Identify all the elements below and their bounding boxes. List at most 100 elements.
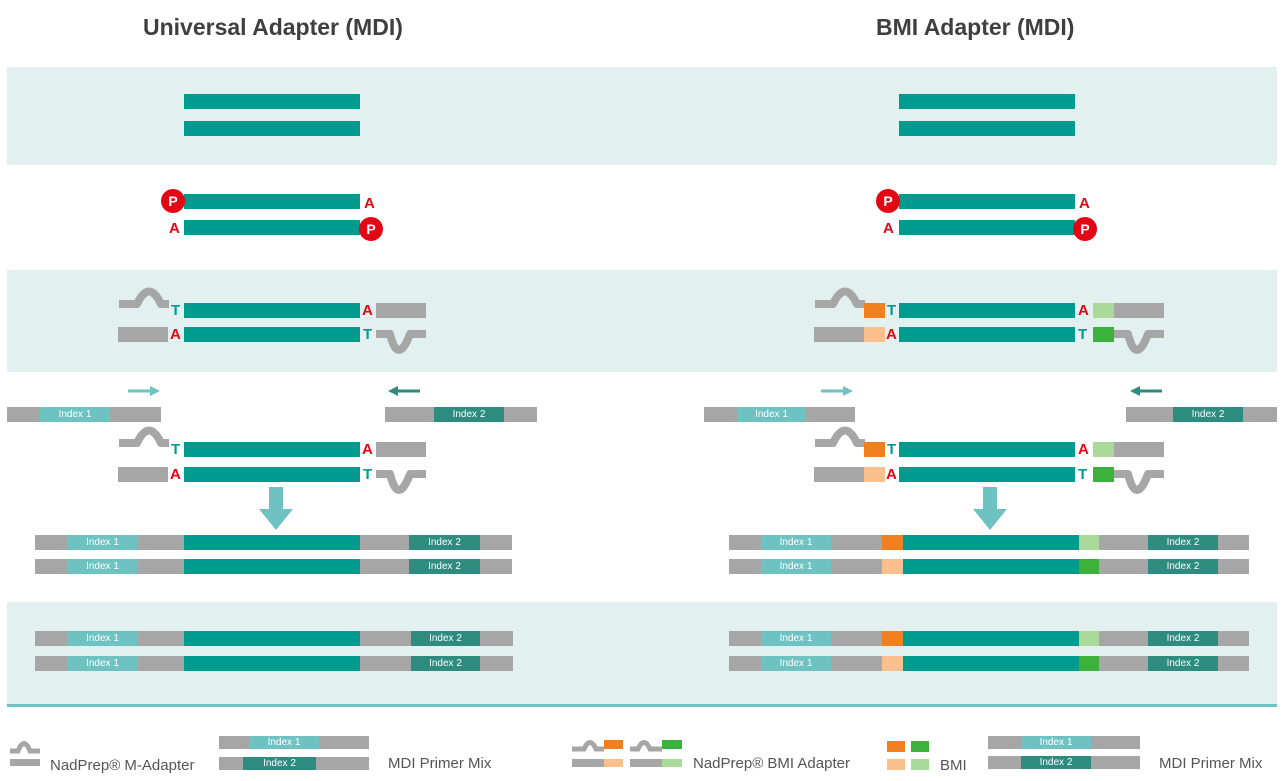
dna-strand-bottom [184,121,360,136]
primer-arrow-icon [821,386,853,396]
dna-strand-bottom [899,467,1075,482]
bmi-segment [864,327,885,342]
index1-label: Index 1 [737,407,806,422]
primer-arrow-icon [1130,386,1162,396]
index1-label: Index 1 [761,535,831,550]
t-overhang: T [887,302,897,319]
index2-label: Index 2 [409,559,480,574]
a-tail: A [362,441,373,458]
index1-label: Index 1 [40,407,110,422]
bmi-adapter-icon [815,287,865,308]
adapter-arm [1114,303,1164,318]
adapter-arm [118,327,168,342]
index2-label: Index 2 [1148,631,1218,646]
a-tail: A [883,220,894,237]
t-overhang: T [363,326,373,343]
index1-label: Index 1 [67,656,138,671]
bmi-segment [882,656,903,671]
index1-label: Index 1 [761,559,831,574]
a-tail: A [886,326,897,343]
m-adapter-legend-label: NadPrep® M-Adapter [50,757,195,774]
right-title: BMI Adapter (MDI) [876,14,1075,40]
down-arrow-icon [973,487,1007,530]
dna-strand-top [184,442,360,457]
index2-label: Index 2 [411,631,480,646]
insert [903,631,1079,646]
a-tail: A [362,302,373,319]
adapter-arm [1114,442,1164,457]
a-tail: A [1078,441,1089,458]
bmi-swatch [887,759,905,770]
dna-strand-top [184,94,360,109]
index2-label: Index 2 [1021,756,1091,769]
index2-label: Index 2 [411,656,480,671]
insert [903,656,1079,671]
bmi-segment [1079,559,1099,574]
index2-label: Index 2 [1148,559,1218,574]
bmi-adapter-legend-icon [572,740,623,767]
left-title: Universal Adapter (MDI) [143,14,403,40]
t-overhang: T [1078,466,1088,483]
band-step5 [7,602,1277,704]
adapter-arm [376,442,426,457]
band-step1 [7,67,1277,165]
index1-label: Index 1 [67,559,138,574]
index2-label: Index 2 [434,407,504,422]
m-adapter-icon [119,426,169,447]
bmi-segment [1093,442,1114,457]
adapter-arm [814,327,864,342]
index2-label: Index 2 [1148,656,1218,671]
bmi-segment [882,631,903,646]
index1-label: Index 1 [67,631,138,646]
m-adapter-legend-icon [10,741,40,766]
dna-strand-top [899,94,1075,109]
insert [903,559,1079,574]
index1-label: Index 1 [761,631,831,646]
primer-arrow-icon [128,386,160,396]
dna-strand-bottom [899,327,1075,342]
primer-mix-legend-label: MDI Primer Mix [388,755,492,772]
a-tail: A [170,326,181,343]
a-tail: A [886,466,897,483]
bmi-segment [1079,631,1099,646]
insert [184,559,360,574]
dna-strand-top [899,303,1075,318]
phosphate-icon: P [161,189,185,213]
bmi-segment [882,535,903,550]
phosphate-icon: P [876,189,900,213]
primer-arrow-icon [388,386,420,396]
t-overhang: T [171,302,181,319]
insert [903,535,1079,550]
t-overhang: T [363,466,373,483]
bmi-segment [1079,656,1099,671]
dna-strand-bottom [184,327,360,342]
bmi-segment [864,467,885,482]
a-tail: A [364,195,375,212]
bmi-segment [864,303,885,318]
a-tail: A [170,466,181,483]
dna-strand-top [184,303,360,318]
t-overhang: T [171,441,181,458]
t-overhang: T [887,441,897,458]
dna-strand-bottom [184,467,360,482]
bmi-adapter-icon [1114,470,1164,494]
bmi-segment [1079,535,1099,550]
phosphate-icon: P [1073,217,1097,241]
bmi-adapter-legend-icon [630,740,682,767]
adapter-arm [814,467,864,482]
m-adapter-icon [376,470,426,494]
index2-label: Index 2 [409,535,480,550]
adapter-arm [118,467,168,482]
bmi-segment [1093,303,1114,318]
a-tail: A [169,220,180,237]
index1-label: Index 1 [761,656,831,671]
a-tail: A [1079,195,1090,212]
index1-label: Index 1 [1021,736,1091,749]
phosphate-icon: P [359,217,383,241]
index1-label: Index 1 [67,535,138,550]
bmi-swatch [911,741,929,752]
down-arrow-icon [259,487,293,530]
bmi-swatch [911,759,929,770]
bmi-segment [882,559,903,574]
index1-label: Index 1 [249,736,319,749]
